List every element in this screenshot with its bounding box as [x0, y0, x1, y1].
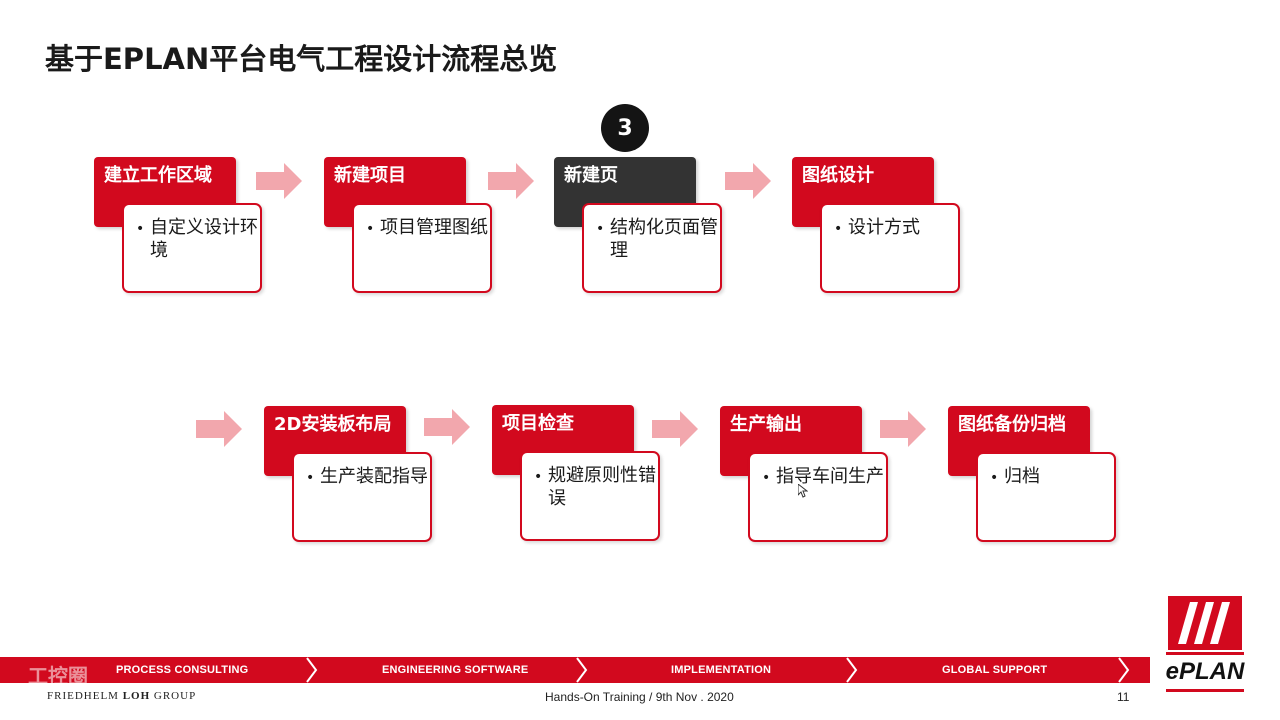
step-header-label: 新建项目 — [334, 165, 406, 186]
step-card-2: 新建项目 项目管理图纸 — [324, 157, 496, 299]
chevron-right-icon — [306, 657, 318, 683]
eplan-logo-text: ePLAN — [1166, 652, 1244, 692]
step-header-label: 图纸设计 — [802, 165, 874, 186]
footer-item-implementation: IMPLEMENTATION — [671, 664, 772, 676]
footer-item-engineering-software: ENGINEERING SOFTWARE — [382, 664, 529, 676]
company-name: FRIEDHELM LOH GROUP — [47, 690, 196, 702]
page-number: 11 — [1117, 690, 1130, 704]
company-name-bold: LOH — [122, 690, 151, 702]
footer-center-text: Hands-On Training / 9th Nov . 2020 — [545, 690, 734, 704]
step-body: 项目管理图纸 — [352, 203, 492, 293]
footer-item-process-consulting: PROCESS CONSULTING — [116, 664, 249, 676]
chevron-right-icon — [576, 657, 588, 683]
step-bullet: 规避原则性错误 — [534, 465, 658, 510]
step-body: 规避原则性错误 — [520, 451, 660, 541]
right-arrow-icon — [880, 411, 926, 447]
step-header-label: 建立工作区域 — [104, 165, 212, 186]
step-body: 生产装配指导 — [292, 452, 432, 542]
company-name-pre: FRIEDHELM — [47, 690, 123, 702]
step-bullet: 归档 — [990, 466, 1114, 489]
step-bullet: 项目管理图纸 — [366, 217, 490, 240]
step-bullet: 指导车间生产 — [762, 466, 886, 489]
right-arrow-icon — [725, 163, 771, 199]
step-body: 结构化页面管理 — [582, 203, 722, 293]
chevron-right-icon — [1118, 657, 1130, 683]
step-header-label: 生产输出 — [730, 414, 802, 435]
step-card-1: 建立工作区域 自定义设计环境 — [94, 157, 266, 299]
step-body: 设计方式 — [820, 203, 960, 293]
footer-services-band: PROCESS CONSULTING ENGINEERING SOFTWARE … — [0, 657, 1150, 683]
step-body: 自定义设计环境 — [122, 203, 262, 293]
right-arrow-icon — [256, 163, 302, 199]
step-bullet: 自定义设计环境 — [136, 217, 260, 262]
company-name-post: GROUP — [150, 690, 197, 702]
step-card-8: 图纸备份归档 归档 — [948, 406, 1120, 548]
watermark: 工控圈 — [28, 664, 88, 688]
step-card-4: 图纸设计 设计方式 — [792, 157, 964, 299]
step-header-label: 新建页 — [564, 165, 618, 186]
current-step-badge: 3 — [601, 104, 649, 152]
right-arrow-icon — [424, 409, 470, 445]
step-bullet: 设计方式 — [834, 217, 958, 240]
step-card-7: 生产输出 指导车间生产 — [720, 406, 892, 548]
step-header-label: 项目检查 — [502, 413, 574, 434]
eplan-logo-mark-icon — [1168, 596, 1242, 650]
step-body: 归档 — [976, 452, 1116, 542]
step-card-3: 新建页 结构化页面管理 — [554, 157, 726, 299]
step-card-5: 2D安装板布局 生产装配指导 — [264, 406, 436, 548]
step-bullet: 生产装配指导 — [306, 466, 430, 489]
chevron-right-icon — [846, 657, 858, 683]
right-arrow-icon — [652, 411, 698, 447]
step-bullet: 结构化页面管理 — [596, 217, 720, 262]
step-body: 指导车间生产 — [748, 452, 888, 542]
mouse-cursor-icon — [798, 484, 808, 498]
step-header-label: 图纸备份归档 — [958, 414, 1066, 435]
right-arrow-icon — [488, 163, 534, 199]
step-card-6: 项目检查 规避原则性错误 — [492, 405, 664, 547]
step-header-label: 2D安装板布局 — [274, 414, 392, 435]
footer-item-global-support: GLOBAL SUPPORT — [942, 664, 1048, 676]
page-title: 基于EPLAN平台电气工程设计流程总览 — [45, 42, 558, 76]
right-arrow-icon — [196, 411, 242, 447]
